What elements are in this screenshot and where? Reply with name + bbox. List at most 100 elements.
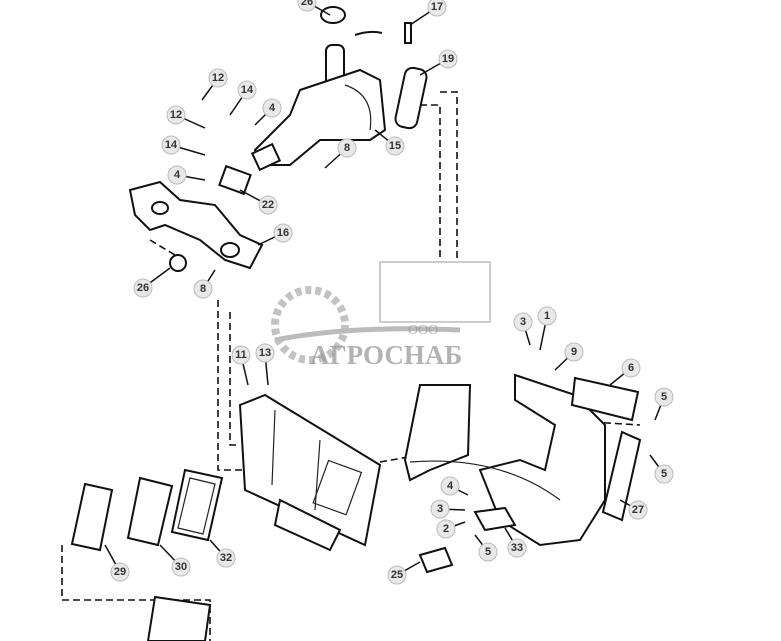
callout-circle (537, 306, 557, 326)
callout-number: 3 (437, 503, 443, 515)
callout-number: 22 (262, 199, 274, 211)
callout-number: 17 (431, 1, 443, 13)
callout-19: 19 (419, 49, 458, 76)
callout-number: 26 (137, 282, 149, 294)
callout-number: 12 (212, 72, 224, 84)
callout-number: 27 (632, 504, 644, 516)
callout-17: 17 (409, 0, 447, 26)
callout-circle (438, 49, 458, 69)
callout-26: 26 (133, 267, 171, 298)
callout-number: 4 (447, 480, 454, 492)
callout-9: 9 (554, 342, 584, 371)
callout-8: 8 (193, 269, 216, 299)
callout-circle (513, 312, 533, 332)
callout-number: 8 (200, 283, 206, 295)
callout-number: 4 (269, 102, 276, 114)
callout-circle (171, 557, 191, 577)
callout-number: 4 (174, 169, 181, 181)
callout-circle (110, 562, 130, 582)
callout-3: 3 (513, 312, 533, 346)
callout-circle (621, 358, 641, 378)
callout-number: 30 (175, 561, 187, 573)
filters (70, 468, 224, 641)
callout-number: 14 (241, 84, 254, 96)
callout-circle (430, 499, 450, 519)
callout-circle (628, 500, 648, 520)
callout-number: 3 (520, 316, 526, 328)
agrosnab-watermark-logo: ООО АГРОСНАБ (271, 261, 491, 370)
callout-circle (654, 464, 674, 484)
callout-circle (167, 165, 187, 185)
callout-5: 5 (654, 387, 674, 421)
callout-number: 13 (259, 347, 271, 359)
callout-3: 3 (430, 499, 466, 519)
callout-number: 12 (170, 109, 182, 121)
callout-number: 8 (344, 142, 350, 154)
callout-circle (478, 542, 498, 562)
callout-number: 14 (165, 139, 178, 151)
callout-14: 14 (161, 135, 206, 156)
callout-number: 11 (235, 349, 247, 361)
callout-number: 25 (391, 569, 403, 581)
callout-number: 5 (485, 546, 491, 558)
callout-26: 26 (297, 0, 331, 16)
callout-circle (654, 387, 674, 407)
air-duct-assembly (128, 6, 428, 272)
callout-4: 4 (440, 476, 469, 496)
callout-33: 33 (504, 527, 527, 558)
callout-number: 26 (301, 0, 313, 8)
callout-circle (507, 538, 527, 558)
callout-8: 8 (324, 138, 357, 169)
callout-2: 2 (436, 519, 466, 539)
callout-number: 6 (628, 362, 634, 374)
callout-circle (564, 342, 584, 362)
callout-30: 30 (159, 544, 191, 577)
callout-12: 12 (201, 68, 228, 101)
callout-4: 4 (167, 165, 206, 185)
callout-number: 2 (443, 523, 449, 535)
callout-circle (216, 548, 236, 568)
callout-number: 5 (661, 391, 667, 403)
callout-1: 1 (537, 306, 557, 351)
callout-number: 5 (661, 468, 667, 480)
callout-circle (193, 279, 213, 299)
watermark-name: АГРОСНАБ (310, 340, 462, 370)
callout-circle (440, 476, 460, 496)
callout-circle (385, 136, 405, 156)
watermark-prefix: ООО (408, 323, 438, 338)
callout-number: 33 (511, 542, 523, 554)
callout-number: 1 (544, 310, 550, 322)
callout-22: 22 (239, 189, 278, 215)
callout-circle (297, 0, 317, 12)
callout-circle (436, 519, 456, 539)
callout-5: 5 (474, 534, 498, 562)
callout-number: 32 (220, 552, 232, 564)
callout-circle (255, 343, 275, 363)
callout-29: 29 (104, 544, 130, 582)
callout-circle (273, 223, 293, 243)
callout-number: 15 (389, 140, 401, 152)
callout-number: 29 (114, 566, 126, 578)
callout-circle (231, 345, 251, 365)
callout-25: 25 (387, 561, 421, 585)
callout-circle (337, 138, 357, 158)
callout-circle (166, 105, 186, 125)
callout-number: 19 (442, 53, 454, 65)
heater-box-assembly (238, 393, 382, 552)
callout-number: 9 (571, 346, 577, 358)
callout-12: 12 (166, 105, 206, 129)
callout-5: 5 (649, 454, 674, 484)
callout-circle (262, 98, 282, 118)
callout-circle (427, 0, 447, 17)
cab-roof-assembly (403, 373, 642, 574)
callout-14: 14 (229, 80, 257, 116)
callout-16: 16 (257, 223, 293, 246)
callout-circle (237, 80, 257, 100)
callout-4: 4 (254, 98, 282, 126)
callout-circle (133, 278, 153, 298)
callout-circle (161, 135, 181, 155)
callout-15: 15 (374, 129, 405, 156)
callout-13: 13 (255, 343, 275, 386)
